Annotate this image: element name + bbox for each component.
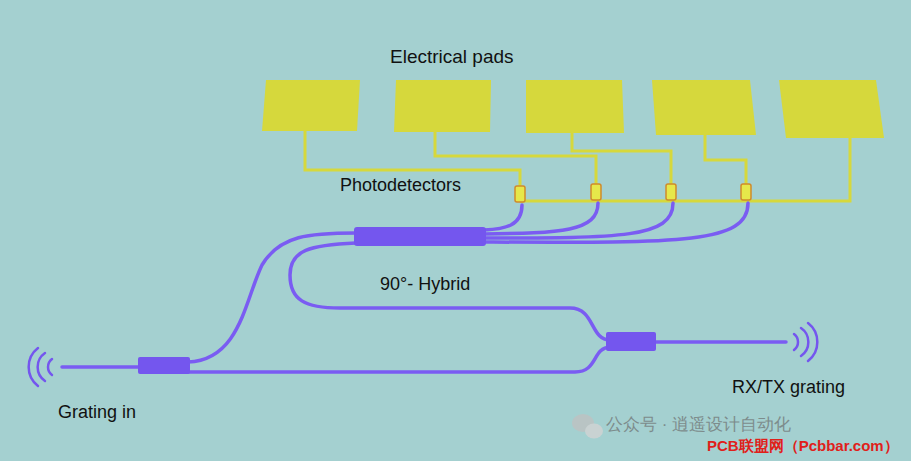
waveguide (188, 347, 610, 372)
watermark: 公众号 · 逍遥设计自动化 (606, 415, 791, 435)
waveguide (484, 205, 522, 230)
waveguide (654, 340, 786, 344)
port-label: RX/TX grating (732, 377, 845, 398)
photodetector (515, 186, 525, 202)
watermark-icon (572, 414, 603, 439)
wire (520, 138, 850, 201)
section-label: Electrical pads (390, 46, 514, 68)
pad (652, 80, 756, 135)
pad (262, 80, 360, 131)
waveguide (62, 365, 140, 369)
splitter (606, 332, 656, 351)
photodetector (741, 184, 751, 200)
photodetector (591, 184, 601, 200)
metal-wires (305, 131, 850, 201)
hybrid-bar (354, 227, 486, 246)
pad (394, 80, 491, 132)
waveguide (484, 203, 673, 238)
port-label: Grating in (58, 402, 136, 423)
wire (572, 133, 671, 184)
waveguide (484, 203, 598, 234)
splitter (138, 357, 190, 374)
photodetector (666, 184, 676, 200)
grating-in-icon (29, 348, 52, 386)
photodetectors (515, 184, 751, 202)
pad (779, 80, 884, 138)
waveguides (62, 203, 786, 372)
component-label: Photodetectors (340, 175, 461, 196)
rx-tx-grating-icon (794, 323, 817, 361)
wire (705, 135, 746, 184)
watermark: PCB联盟网（Pcbbar.com） (707, 437, 899, 454)
component-label: 90°- Hybrid (380, 274, 470, 295)
waveguide (188, 233, 356, 362)
waveguide (484, 203, 748, 242)
waveguide (290, 243, 610, 340)
electrical-pads (262, 80, 884, 138)
pad (526, 80, 624, 133)
